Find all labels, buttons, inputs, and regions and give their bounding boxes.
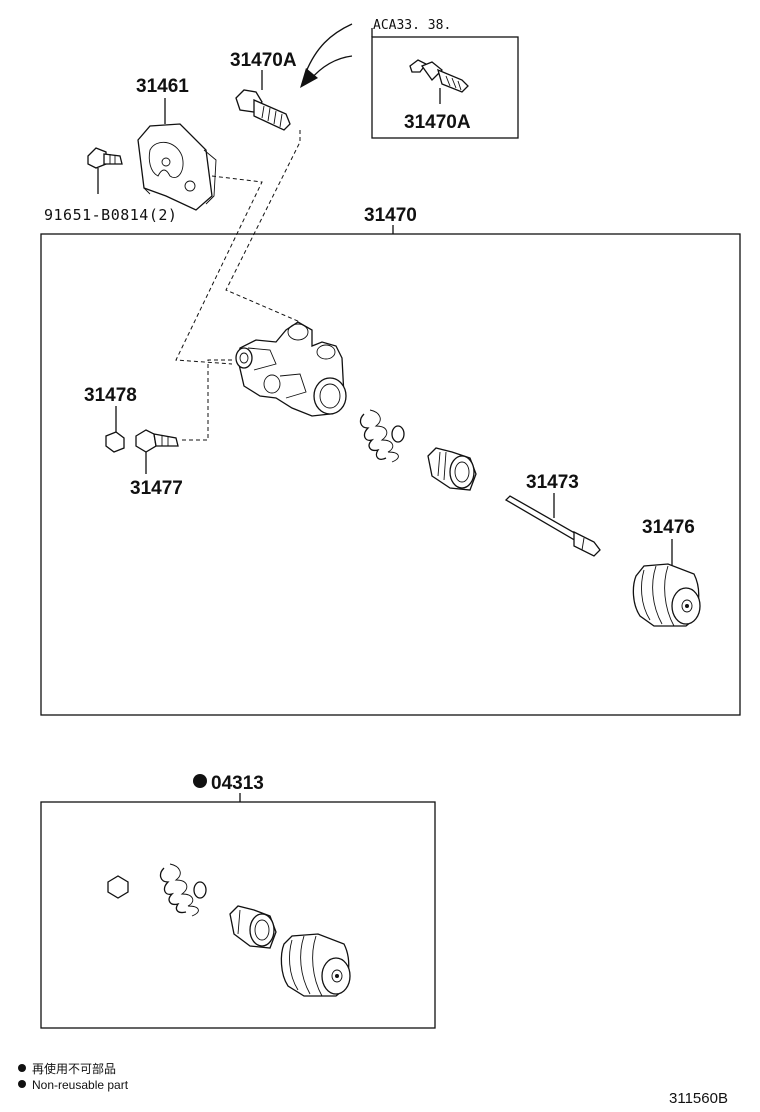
- cap-31478: [105, 431, 125, 453]
- legend-en: Non-reusable part: [32, 1078, 129, 1092]
- variant-box: ACA33. 38. 31470A: [371, 18, 519, 139]
- label-31470: 31470: [364, 205, 417, 226]
- label-04313: 04313: [211, 773, 264, 794]
- kit-cap: [107, 875, 129, 899]
- label-31477: 31477: [130, 478, 183, 499]
- stud-31470a-variant: [409, 59, 469, 93]
- box-04313: [40, 801, 436, 1029]
- legend-dot-en: [18, 1080, 26, 1088]
- legend-dot-jp: [18, 1064, 26, 1072]
- kit-cup: [229, 905, 277, 949]
- piston-cup: [427, 447, 477, 491]
- arrow-curve: [305, 23, 353, 73]
- variant-note: ACA33. 38.: [373, 18, 451, 33]
- label-31473: 31473: [526, 472, 579, 493]
- bolt-31470a: [235, 89, 291, 131]
- reference-code: 311560B: [669, 1090, 728, 1107]
- kit-boot: [280, 933, 351, 997]
- label-31470a-top: 31470A: [230, 50, 297, 71]
- label-31470a-box: 31470A: [404, 112, 471, 133]
- kit-spring: [159, 863, 207, 917]
- box-31470: [40, 233, 741, 716]
- bolt-91651: [87, 147, 123, 169]
- non-reusable-marker: [193, 774, 207, 788]
- legend-jp: 再使用不可部品: [32, 1061, 116, 1076]
- bracket-31461: [137, 123, 217, 211]
- label-31478: 31478: [84, 385, 137, 406]
- label-91651: 91651-B0814(2): [44, 206, 177, 224]
- label-31461: 31461: [136, 76, 189, 97]
- push-rod-31473: [504, 495, 601, 557]
- label-31476: 31476: [642, 517, 695, 538]
- bleeder-31477: [135, 429, 179, 453]
- cylinder-body: [235, 321, 347, 417]
- spring: [359, 409, 405, 463]
- boot-31476: [632, 563, 701, 627]
- arrow-head: [300, 68, 318, 88]
